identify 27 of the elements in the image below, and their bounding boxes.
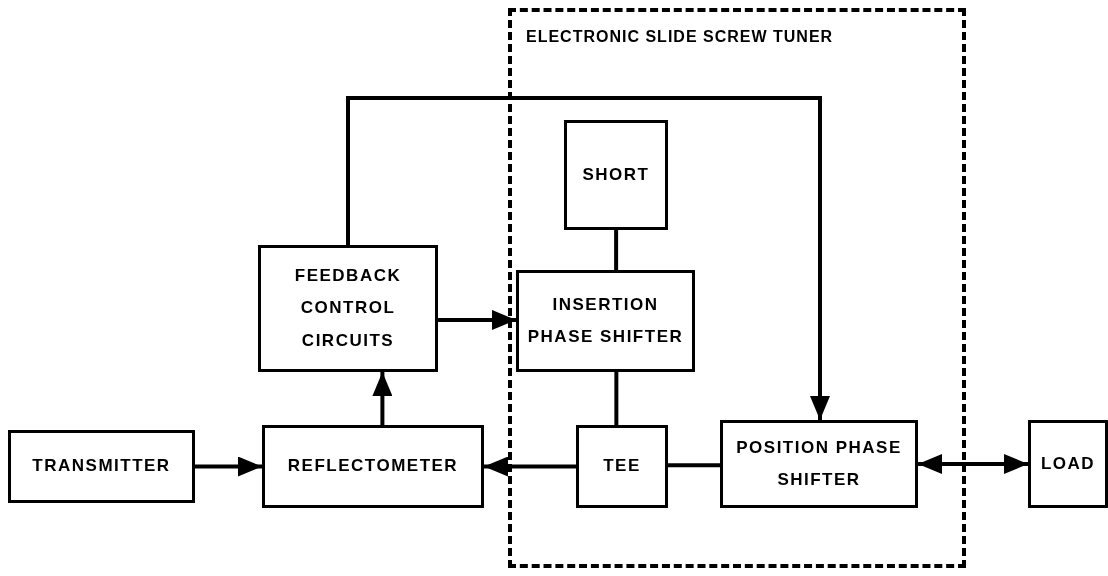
- block-box: [1028, 420, 1108, 508]
- connector-line: [614, 230, 619, 270]
- arrow: [918, 454, 1028, 474]
- arrow: [484, 456, 576, 477]
- arrow: [195, 456, 262, 477]
- block-box: [516, 270, 695, 372]
- connector-line: [668, 463, 720, 468]
- block-label: REFLECTOMETER: [287, 455, 459, 478]
- block-box: [258, 245, 438, 372]
- block-box: [576, 425, 668, 508]
- block-label: SHORT: [582, 163, 650, 186]
- group-title: ELECTRONIC SLIDE SCREW TUNER: [526, 27, 834, 47]
- dashed-group-box: [508, 8, 966, 568]
- arrow: [346, 96, 830, 420]
- block-box: [262, 425, 484, 508]
- block-label: POSITION PHASE SHIFTER: [735, 436, 903, 491]
- block-label: FEEDBACK CONTROL CIRCUITS: [293, 265, 403, 352]
- arrow: [372, 372, 393, 425]
- block-label: LOAD: [1040, 452, 1096, 475]
- arrow: [438, 309, 516, 330]
- block-label: TRANSMITTER: [32, 455, 171, 478]
- block-box: [564, 120, 668, 230]
- block-label: TEE: [603, 455, 641, 478]
- block-box: [720, 420, 918, 508]
- block-label: INSERTION PHASE SHIFTER: [526, 293, 685, 348]
- block-box: [8, 430, 195, 503]
- connector-line: [614, 372, 619, 425]
